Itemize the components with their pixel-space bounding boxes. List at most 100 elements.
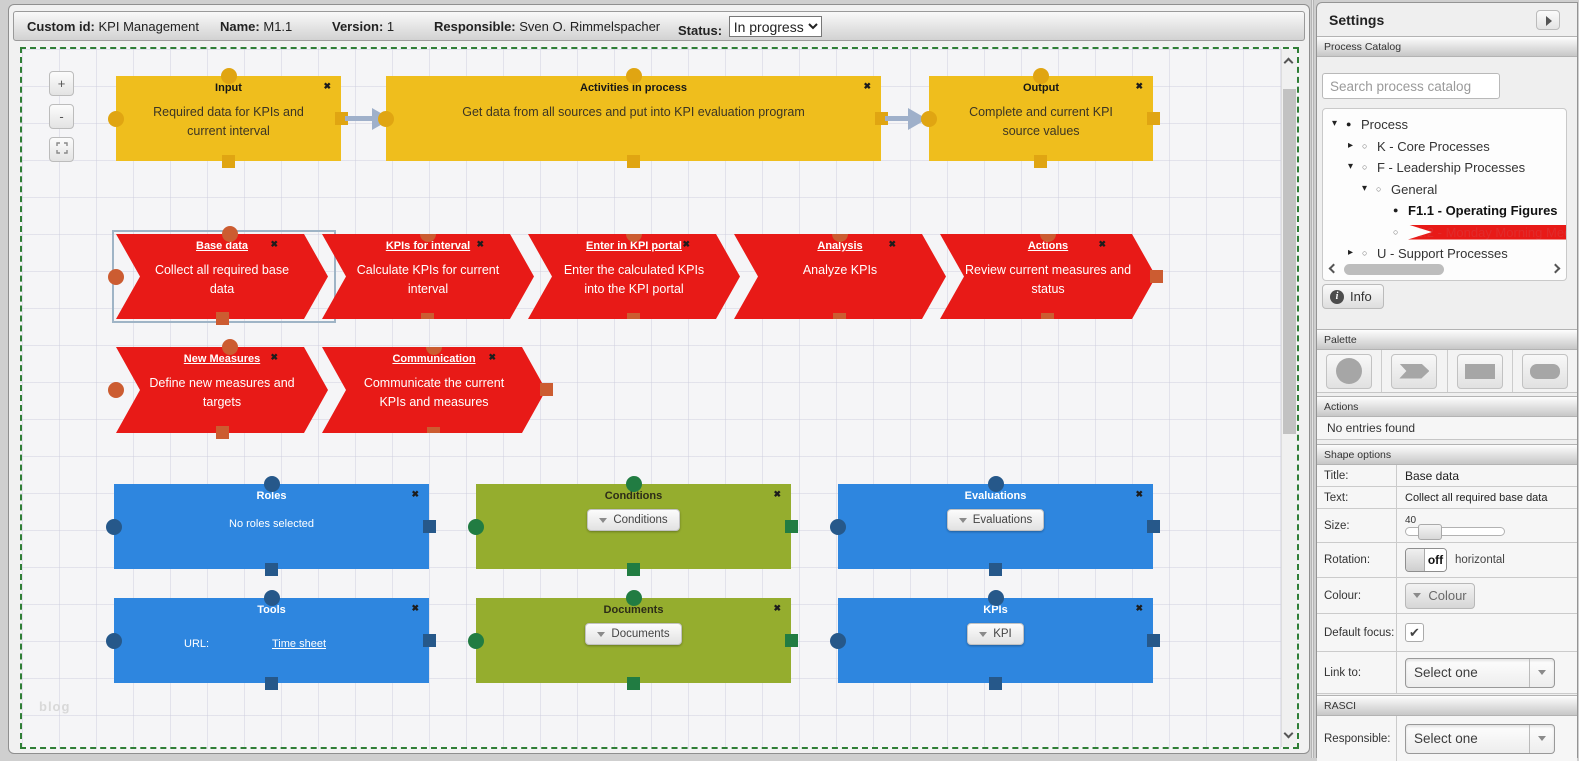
process-shape-kpis-for-interval[interactable]: ✖ KPIs for interval Calculate KPIs for c… <box>322 234 534 319</box>
close-icon[interactable]: ✖ <box>1098 239 1106 249</box>
zoom-in-button[interactable]: + <box>49 71 74 96</box>
close-icon[interactable]: ✖ <box>682 239 690 249</box>
connector-circle[interactable] <box>832 226 848 242</box>
connector-square[interactable] <box>264 563 278 576</box>
connector-circle[interactable] <box>626 226 642 242</box>
connector-square[interactable] <box>626 563 640 576</box>
connector-circle[interactable] <box>987 476 1004 492</box>
close-icon[interactable]: ✖ <box>411 603 419 613</box>
tree-item-f11-operating-figures[interactable]: ● F1.1 - Operating Figures <box>1323 203 1566 223</box>
connector-square[interactable] <box>1147 519 1160 533</box>
connector-square[interactable] <box>785 633 798 647</box>
scroll-up-icon[interactable] <box>1283 57 1294 68</box>
process-shape-enter-in-kpi-portal[interactable]: ✖ Enter in KPI portal Enter the calculat… <box>528 234 740 319</box>
connector-circle[interactable] <box>426 339 442 355</box>
connector-square[interactable] <box>264 677 278 690</box>
tree-horizontal-scrollbar[interactable] <box>1326 263 1563 277</box>
tree-item-label[interactable]: General <box>1391 181 1438 197</box>
connector-circle[interactable] <box>420 226 436 242</box>
expand-icon[interactable]: ▸ <box>1348 139 1354 151</box>
slider-thumb[interactable] <box>1418 524 1442 540</box>
connector-square[interactable] <box>1041 313 1054 326</box>
connector-circle[interactable] <box>108 382 124 398</box>
conditions-dropdown[interactable]: Conditions <box>587 509 680 531</box>
connector-square[interactable] <box>221 155 235 168</box>
collapse-icon[interactable]: ▾ <box>1348 161 1354 172</box>
search-input[interactable] <box>1322 73 1500 99</box>
scrollbar-thumb[interactable] <box>1283 89 1296 434</box>
close-icon[interactable]: ✖ <box>773 489 781 499</box>
connector-circle[interactable] <box>468 632 484 649</box>
connector-circle[interactable] <box>220 68 237 84</box>
connector-circle[interactable] <box>625 590 642 606</box>
connector-square[interactable] <box>215 426 229 439</box>
tree-item-core-processes[interactable]: ▸ ○ K - Core Processes <box>1323 139 1566 159</box>
close-icon[interactable]: ✖ <box>888 239 896 249</box>
process-shape-new-measures[interactable]: ✖ New Measures Define new measures and t… <box>116 347 328 433</box>
tree-item-label[interactable]: U - Support Processes <box>1377 246 1508 261</box>
expand-icon[interactable]: ▸ <box>1348 247 1354 258</box>
connector-square[interactable] <box>335 111 348 125</box>
tree-item-support-processes[interactable]: ▸ ○ U - Support Processes <box>1323 246 1566 266</box>
process-shape-evaluations[interactable]: ✖ Evaluations Evaluations <box>830 476 1160 576</box>
close-icon[interactable]: ✖ <box>411 489 419 499</box>
scroll-left-icon[interactable] <box>1328 263 1339 274</box>
evaluations-dropdown[interactable]: Evaluations <box>946 509 1045 531</box>
process-shape-input[interactable]: ✖ Input Required data for KPIs and curre… <box>108 68 348 168</box>
info-button[interactable]: i Info <box>1322 284 1384 309</box>
documents-dropdown[interactable]: Documents <box>585 623 682 645</box>
process-shape-communication[interactable]: ✖ Communication Communicate the current … <box>322 347 546 433</box>
connector-square[interactable] <box>988 677 1002 690</box>
tree-item-label[interactable]: F - Leadership Processes <box>1377 160 1526 175</box>
scroll-down-icon[interactable] <box>1283 728 1294 739</box>
collapse-icon[interactable]: ▾ <box>1362 182 1368 194</box>
connector-circle[interactable] <box>222 339 238 355</box>
connector-square[interactable] <box>423 633 436 647</box>
connector-square[interactable] <box>627 313 640 326</box>
connector-circle[interactable] <box>921 110 937 127</box>
link-to-select[interactable]: Select one <box>1405 657 1555 688</box>
palette-rounded-shape-button[interactable] <box>1521 353 1568 389</box>
tree-item-label[interactable]: F1.2 - Monday Morning Meeting <box>1408 225 1567 240</box>
process-shape-conditions[interactable]: ✖ Conditions Conditions <box>468 476 798 576</box>
time-sheet-link[interactable]: Time sheet <box>272 638 327 650</box>
connector-circle[interactable] <box>468 518 484 535</box>
connector-circle[interactable] <box>987 590 1004 606</box>
connector-circle[interactable] <box>1033 68 1049 84</box>
tree-item-label[interactable]: K - Core Processes <box>1377 138 1490 154</box>
process-shape-output[interactable]: ✖ Output Complete and current KPI source… <box>921 68 1160 168</box>
scrollbar-thumb[interactable] <box>1344 264 1444 275</box>
close-icon[interactable]: ✖ <box>270 239 278 249</box>
connector-square[interactable] <box>626 677 640 690</box>
process-shape-activities[interactable]: ✖ Activities in process Get data from al… <box>378 68 888 168</box>
close-icon[interactable]: ✖ <box>270 352 278 362</box>
connector-circle[interactable] <box>625 476 642 492</box>
connector-circle[interactable] <box>830 518 846 535</box>
rasci-responsible-select[interactable]: Select one <box>1405 723 1555 754</box>
connector-circle[interactable] <box>1040 226 1056 242</box>
connector-circle[interactable] <box>830 632 846 649</box>
process-shape-base-data[interactable]: ✖ Base data Collect all required base da… <box>116 234 328 319</box>
palette-chevron-shape-button[interactable] <box>1391 353 1438 389</box>
flow-arrow[interactable] <box>345 116 379 121</box>
canvas-vertical-scrollbar[interactable] <box>1281 49 1297 747</box>
tree-item-leadership-processes[interactable]: ▾ ○ F - Leadership Processes <box>1323 160 1566 180</box>
collapse-sidebar-button[interactable] <box>1536 10 1560 30</box>
status-select[interactable]: In progress <box>728 16 822 37</box>
connector-square[interactable] <box>875 111 888 125</box>
text-value[interactable]: Collect all required base data <box>1405 491 1548 504</box>
tree-item-process[interactable]: ▾ ● Process <box>1323 117 1566 137</box>
connector-square[interactable] <box>215 312 229 325</box>
close-icon[interactable]: ✖ <box>1135 489 1143 499</box>
connector-square[interactable] <box>540 383 553 396</box>
title-value[interactable]: Base data <box>1405 468 1460 483</box>
process-canvas[interactable]: + - ✖ Input Required data for KPIs and c… <box>20 47 1299 749</box>
zoom-out-button[interactable]: - <box>49 104 74 129</box>
process-shape-documents[interactable]: ✖ Documents Documents <box>468 590 798 690</box>
connector-square[interactable] <box>1147 633 1160 647</box>
connector-square[interactable] <box>421 313 434 326</box>
scroll-right-icon[interactable] <box>1550 263 1561 274</box>
tree-item-f12-monday-morning-meeting[interactable]: ○ F1.2 - Monday Morning Meeting <box>1323 225 1566 245</box>
connector-square[interactable] <box>423 519 436 533</box>
rotation-toggle[interactable]: off <box>1405 548 1447 572</box>
